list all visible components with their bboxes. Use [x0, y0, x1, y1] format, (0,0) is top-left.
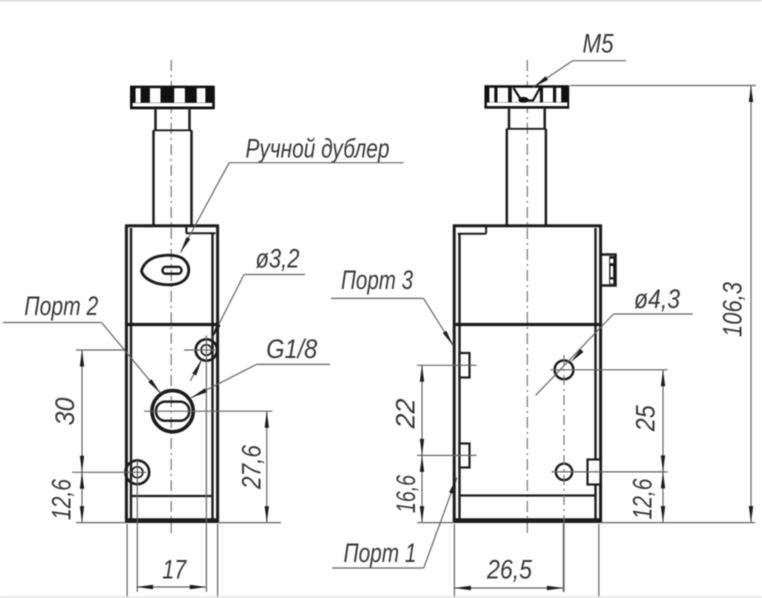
svg-text:ø3,2: ø3,2 — [256, 244, 300, 274]
svg-text:27,6: 27,6 — [237, 444, 267, 490]
svg-text:Порт 1: Порт 1 — [344, 538, 417, 568]
svg-text:ø4,3: ø4,3 — [634, 284, 680, 314]
svg-text:12,6: 12,6 — [628, 478, 658, 520]
svg-text:106,3: 106,3 — [718, 282, 748, 337]
svg-text:25: 25 — [631, 404, 661, 432]
svg-text:12,6: 12,6 — [47, 478, 77, 520]
svg-text:Порт 2: Порт 2 — [24, 291, 98, 321]
svg-text:M5: M5 — [583, 29, 615, 59]
svg-text:Порт 3: Порт 3 — [341, 265, 413, 295]
svg-text:30: 30 — [50, 398, 80, 426]
svg-text:26,5: 26,5 — [486, 555, 533, 585]
svg-text:17: 17 — [162, 555, 187, 585]
svg-text:Ручной дублер: Ручной дублер — [246, 134, 390, 164]
svg-text:16,6: 16,6 — [391, 474, 421, 513]
svg-text:22: 22 — [391, 399, 421, 430]
svg-text:G1/8: G1/8 — [266, 334, 317, 364]
